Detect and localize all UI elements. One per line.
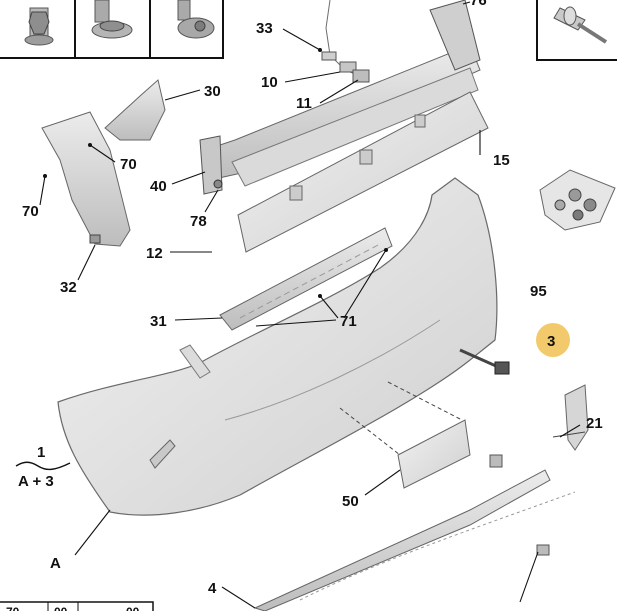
label-40: 40 bbox=[150, 178, 167, 195]
table-fragment: 70 00 00 bbox=[0, 601, 154, 611]
license-plate-bracket bbox=[339, 381, 471, 489]
screw-torx-icon bbox=[177, 0, 215, 39]
label-70-a: 70 bbox=[120, 156, 137, 173]
label-12: 12 bbox=[146, 245, 163, 262]
bumper-shell bbox=[57, 177, 498, 516]
label-30: 30 bbox=[204, 83, 221, 100]
assembly-legend: 1 A + 3 bbox=[15, 444, 71, 490]
side-bracket-right bbox=[552, 384, 589, 451]
lower-diffuser bbox=[253, 454, 576, 611]
legend-number: 1 bbox=[37, 444, 45, 461]
label-A: A bbox=[50, 555, 61, 572]
table-cell-2: 00 bbox=[54, 605, 68, 611]
rivet-inset-box bbox=[536, 0, 617, 61]
label-21: 21 bbox=[586, 415, 603, 432]
screw-washer-icon bbox=[91, 0, 133, 39]
highlight-marker bbox=[536, 323, 570, 357]
label-70-b: 70 bbox=[22, 203, 39, 220]
energy-absorber bbox=[237, 91, 489, 253]
upper-guide-bar bbox=[219, 227, 393, 331]
label-4: 4 bbox=[208, 580, 217, 597]
label-71: 71 bbox=[340, 313, 357, 330]
label-32: 32 bbox=[60, 279, 77, 296]
label-31: 31 bbox=[150, 313, 167, 330]
bracket-upper bbox=[104, 79, 166, 141]
reinforcement-beam bbox=[199, 0, 481, 195]
clip-kit-icon bbox=[539, 169, 616, 231]
table-cell-1: 70 bbox=[6, 605, 20, 611]
label-78: 78 bbox=[190, 213, 207, 230]
label-33: 33 bbox=[256, 20, 273, 37]
label-3: 3 bbox=[547, 333, 555, 350]
sensor-bracket bbox=[459, 348, 510, 375]
bolt-flange-icon bbox=[24, 7, 54, 46]
part-labels: 33 10 11 76 30 70 70 40 78 15 12 32 95 3… bbox=[22, 0, 603, 597]
push-rivet-icon bbox=[553, 6, 608, 44]
label-95: 95 bbox=[530, 283, 547, 300]
legend-formula: A + 3 bbox=[18, 473, 54, 490]
leader-lines bbox=[39, 1, 581, 609]
label-76: 76 bbox=[470, 0, 487, 9]
table-cell-3: 00 bbox=[126, 605, 140, 611]
fastener-inset-box bbox=[0, 0, 224, 59]
label-15: 15 bbox=[493, 152, 510, 169]
label-11: 11 bbox=[296, 95, 312, 112]
side-bracket-left bbox=[41, 111, 131, 247]
label-10: 10 bbox=[261, 74, 278, 91]
wiring-harness bbox=[321, 0, 370, 83]
label-50: 50 bbox=[342, 493, 359, 510]
